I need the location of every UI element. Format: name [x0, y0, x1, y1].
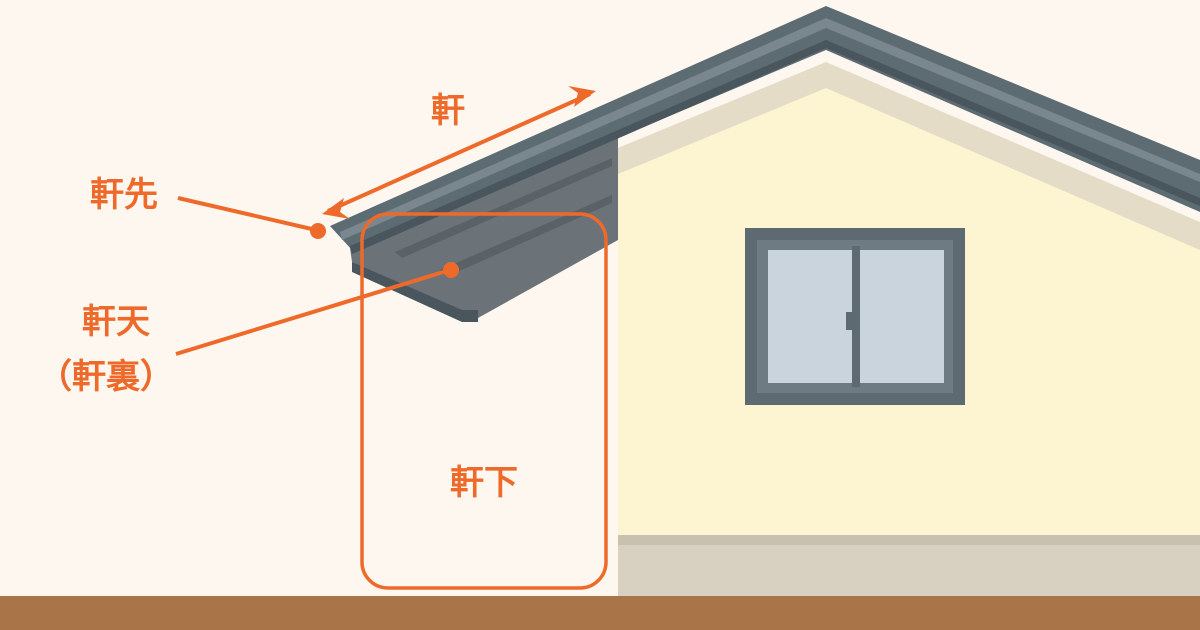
nokiten-leader-line — [175, 268, 451, 356]
foundation-top-line — [618, 535, 1200, 545]
foundation — [618, 535, 1200, 596]
label-nokisaki: 軒先 — [90, 175, 158, 215]
nokiten-marker-dot — [443, 262, 459, 278]
label-nokiten: 軒天 — [82, 302, 150, 342]
gable-trim — [618, 62, 1200, 250]
noki-arrowhead-start — [322, 198, 350, 219]
eave-soffit — [350, 128, 618, 318]
label-noki: 軒 — [431, 91, 465, 131]
nokisaki-leader-line — [177, 196, 317, 232]
eave-soffit-line — [395, 158, 612, 258]
window-handle — [846, 312, 852, 330]
nokishita-region-box — [360, 212, 608, 590]
window-glass-left — [768, 250, 852, 383]
nokisaki-marker-dot — [310, 223, 326, 239]
window-sash-divider — [852, 246, 860, 387]
label-nokishita: 軒下 — [450, 463, 518, 503]
fascia-bottom — [352, 262, 478, 322]
noki-length-arrow — [327, 92, 591, 213]
label-nokiten-alt: （軒裏） — [38, 357, 174, 397]
noki-arrowhead-end — [568, 86, 596, 107]
ground — [0, 596, 1200, 630]
window-glass-right — [860, 250, 944, 383]
